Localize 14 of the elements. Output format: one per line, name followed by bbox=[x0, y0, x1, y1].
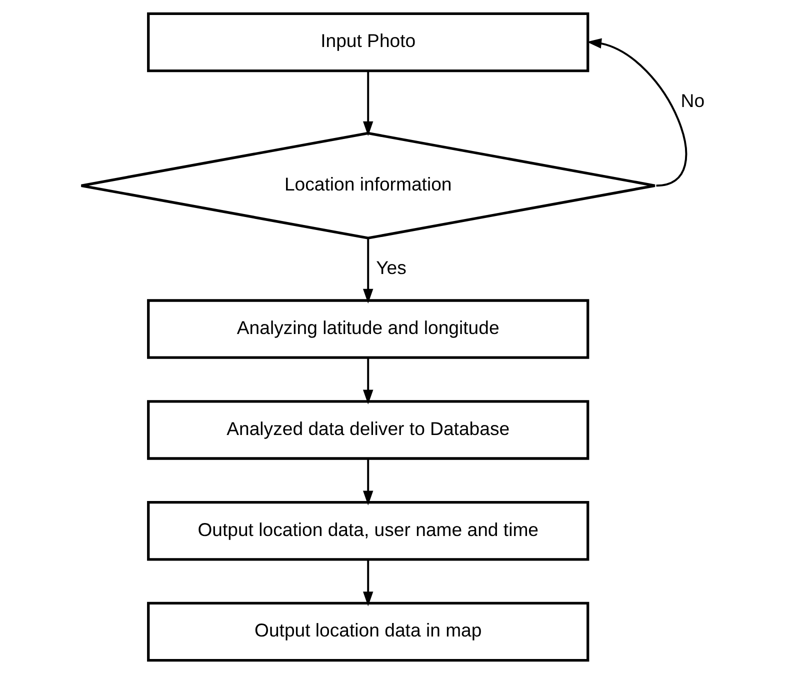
node-box: Output location data in map bbox=[146, 602, 589, 662]
edge-label: Yes bbox=[376, 257, 406, 278]
node-box: Output location data, user name and time bbox=[146, 500, 589, 561]
arrow bbox=[362, 238, 373, 304]
node-box: Analyzing latitude and longitude bbox=[146, 299, 589, 359]
arrow bbox=[362, 560, 373, 606]
arrow bbox=[362, 71, 373, 136]
arrow bbox=[586, 38, 687, 187]
arrow bbox=[362, 358, 373, 404]
node-diamond: Location information bbox=[79, 132, 656, 240]
node-box: Input Photo bbox=[146, 12, 589, 72]
node-box: Analyzed data deliver to Database bbox=[146, 400, 589, 460]
arrow bbox=[362, 458, 373, 506]
edge-label: No bbox=[680, 90, 704, 111]
